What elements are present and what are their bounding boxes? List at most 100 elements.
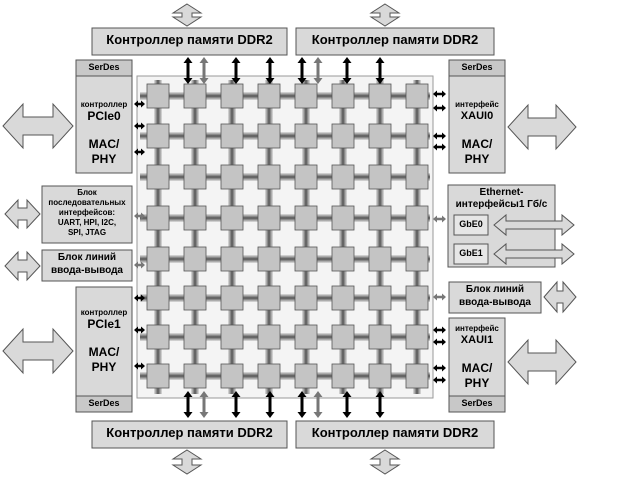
- serial-line2: последовательных: [48, 198, 126, 207]
- ddr-connector-arrow: [199, 57, 209, 84]
- io-right-external-arrow: [543, 280, 577, 314]
- processor-tile: [220, 123, 244, 149]
- ddr-connector-arrow: [375, 391, 385, 418]
- processor-tile: [146, 246, 170, 272]
- processor-tile: [257, 205, 281, 231]
- ddr-top-left-block: [91, 27, 288, 56]
- pcie0-controller-label: контроллер: [80, 100, 128, 109]
- io-left-block: [41, 249, 133, 282]
- pcie0-name-label: PCIe0: [87, 109, 121, 123]
- processor-tile: [183, 205, 207, 231]
- pcie1-external-arrow: [2, 327, 74, 375]
- processor-tile: [405, 164, 429, 190]
- ddr-top-right-external-arrow: [369, 3, 401, 27]
- gbe0-box: [453, 214, 489, 236]
- pcie1-serdes-label: SerDes: [88, 398, 120, 408]
- processor-tile: [294, 205, 318, 231]
- pcie0-phy-label: PHY: [91, 152, 117, 166]
- processor-tile: [331, 246, 355, 272]
- processor-tile: [294, 324, 318, 350]
- xaui1-serdes-label: SerDes: [461, 398, 493, 408]
- right-connector-arrow: [433, 338, 446, 346]
- left-connector-arrow: [134, 148, 145, 156]
- processor-tile: [331, 164, 355, 190]
- serial-line5: SPI, JTAG: [67, 228, 107, 237]
- processor-tile: [257, 83, 281, 109]
- processor-tile: [220, 246, 244, 272]
- processor-tile: [405, 246, 429, 272]
- xaui1-external-arrow: [507, 338, 577, 386]
- external-arrows: [2, 3, 577, 475]
- processor-tile: [331, 285, 355, 311]
- serial-interfaces-block: [41, 185, 133, 244]
- mesh-horizontal-links: [140, 92, 430, 380]
- ddr-connector-arrow: [183, 57, 193, 84]
- right-connector-arrow: [433, 104, 446, 112]
- ddr-connector-arrow: [231, 57, 241, 84]
- gbe0-label: GbE0: [459, 219, 483, 229]
- processor-tile: [368, 246, 392, 272]
- processor-tile: [220, 363, 244, 389]
- processor-tile: [220, 83, 244, 109]
- processor-tile: [220, 205, 244, 231]
- processor-tile: [368, 205, 392, 231]
- io-left-line2: ввода-вывода: [51, 265, 123, 276]
- serial-external-arrow: [4, 198, 41, 230]
- processor-tile: [257, 246, 281, 272]
- processor-tile: [368, 363, 392, 389]
- ddr-connector-arrow: [297, 391, 307, 418]
- processor-tile: [405, 123, 429, 149]
- ddr-connector-arrow: [265, 57, 275, 84]
- ddr-bottom-left-label: Контроллер памяти DDR2: [106, 425, 273, 440]
- xaui0-block: [448, 59, 506, 174]
- gbe1-external-arrow: [493, 242, 575, 266]
- pcie1-mac-label: MAC/: [88, 345, 120, 359]
- ddr-connector-arrow: [265, 391, 275, 418]
- processor-tile: [257, 123, 281, 149]
- right-connector-arrow: [433, 132, 446, 140]
- processor-tile: [405, 205, 429, 231]
- right-connector-arrow: [433, 326, 446, 334]
- processor-tile: [183, 324, 207, 350]
- processor-tile: [146, 164, 170, 190]
- right-connector-arrow: [433, 215, 446, 223]
- processor-tile: [146, 205, 170, 231]
- ddr-top-left-label: Контроллер памяти DDR2: [106, 32, 273, 47]
- pcie0-mac-label: MAC/: [88, 137, 120, 151]
- pcie0-block: [75, 59, 133, 174]
- left-connector-arrow: [134, 212, 145, 220]
- processor-tile: [405, 83, 429, 109]
- right-connector-arrow: [433, 90, 446, 98]
- pcie1-phy-label: PHY: [91, 360, 117, 374]
- processor-tile: [405, 285, 429, 311]
- processor-tile: [183, 285, 207, 311]
- xaui0-name-label: XAUI0: [460, 110, 494, 122]
- xaui0-serdes-label: SerDes: [461, 62, 493, 72]
- gbe1-label: GbE1: [459, 248, 483, 258]
- processor-tile: [220, 164, 244, 190]
- io-right-block: [448, 281, 542, 314]
- xaui1-iface-label: интерфейс: [455, 324, 499, 333]
- ddr-connector-arrow: [199, 391, 209, 418]
- processor-tile: [220, 285, 244, 311]
- xaui1-serdes: [448, 395, 506, 413]
- xaui0-serdes: [448, 59, 506, 77]
- processor-tile: [183, 164, 207, 190]
- processor-tile: [257, 324, 281, 350]
- processor-tile: [294, 285, 318, 311]
- ddr-bottom-right-external-arrow: [369, 449, 401, 475]
- pcie0-external-arrow: [2, 102, 74, 150]
- processor-tile: [368, 83, 392, 109]
- pcie1-serdes: [75, 395, 133, 413]
- ddr-connector-arrow: [183, 391, 193, 418]
- mesh-vertical-links: [154, 80, 421, 394]
- processor-tile: [331, 83, 355, 109]
- ddr-top-right-block: [295, 27, 495, 56]
- pcie1-name-label: PCIe1: [87, 317, 121, 331]
- processor-tile: [146, 83, 170, 109]
- processor-tile: [257, 363, 281, 389]
- processor-tile: [368, 164, 392, 190]
- ddr-connector-arrow: [342, 57, 352, 84]
- pcie1-block: [75, 286, 133, 413]
- mesh-connector-arrows: [134, 57, 446, 418]
